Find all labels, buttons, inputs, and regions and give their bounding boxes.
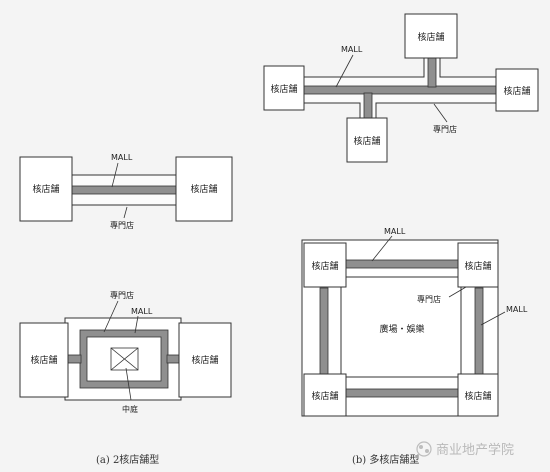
specialty-label: 專門店	[110, 220, 134, 230]
specialty-label: 專門店	[417, 294, 441, 304]
mall-label: MALL	[341, 45, 363, 54]
plaza-label: 廣場・娛樂	[379, 323, 424, 335]
mall-label: MALL	[111, 153, 133, 162]
anchor-store-left	[19, 322, 69, 398]
anchor-store-north-label: 核店舗	[417, 31, 444, 43]
anchor-store-top-left	[303, 242, 347, 288]
anchor-store-south-label: 核店舗	[353, 135, 380, 147]
watermark: 商业地产学院	[416, 441, 514, 458]
multi-anchor-cross-layout: 核店舗 核店舗 核店舗 核店舗 MALL 專門店	[263, 13, 539, 163]
courtyard-label: 中庭	[122, 404, 138, 414]
anchor-store-east-label: 核店舗	[503, 85, 530, 97]
anchor-store-bottom-left-label: 核店舗	[311, 390, 338, 402]
mall-corridor	[69, 185, 179, 195]
caption-multi-anchor: (b) 多核店舗型	[352, 453, 419, 466]
anchor-store-left-label: 核店舗	[30, 354, 57, 366]
mall-corridor-left	[319, 287, 329, 379]
anchor-store-right	[178, 322, 232, 398]
specialty-leader-line	[448, 286, 467, 298]
plaza	[340, 276, 462, 378]
mall-corridor-north	[427, 56, 437, 88]
mall-leader-line	[111, 162, 119, 188]
courtyard-leader-line	[125, 367, 132, 401]
mall-label-top: MALL	[384, 227, 406, 236]
anchor-store-east	[495, 68, 539, 112]
watermark-logo-icon-inner-2	[425, 449, 429, 453]
anchor-store-top-right-label: 核店舗	[464, 260, 491, 272]
specialty-label: 專門店	[110, 290, 134, 300]
caption-two-anchor: (a) 2核店舗型	[96, 453, 159, 466]
anchor-store-top-left-label: 核店舗	[311, 260, 338, 272]
mall-corridor-south	[363, 92, 373, 120]
mall-label: MALL	[131, 307, 153, 316]
mall-label-right: MALL	[506, 305, 528, 314]
anchor-store-left-label: 核店舗	[32, 183, 59, 195]
anchor-store-right	[175, 156, 233, 222]
mall-corridor-bottom	[345, 388, 461, 398]
mall-connector-left	[66, 354, 82, 364]
anchor-store-right-label: 核店舗	[191, 354, 218, 366]
watermark-logo-icon	[416, 441, 432, 457]
specialty-leader-line	[433, 103, 448, 123]
mall-leader-line	[134, 315, 139, 334]
anchor-store-north	[404, 13, 458, 59]
anchor-store-west	[263, 65, 305, 111]
mall-leader-line	[335, 54, 354, 88]
mall-corridor-right	[474, 287, 484, 379]
anchor-store-bottom-right-label: 核店舗	[464, 390, 491, 402]
mall-corridor-top	[345, 259, 461, 269]
mall-leader-line-top	[371, 235, 393, 262]
mall-connector-right	[166, 354, 181, 364]
mall-leader-line-right	[480, 311, 506, 326]
two-anchor-linear-layout: 核店舗 核店舗 MALL 專門店	[19, 153, 233, 230]
specialty-leader-line	[103, 300, 119, 333]
anchor-store-south	[346, 117, 388, 163]
watermark-logo-icon-inner	[419, 445, 423, 449]
anchor-store-top-right	[457, 242, 499, 288]
watermark-text: 商业地产学院	[436, 442, 514, 458]
anchor-store-bottom-left	[303, 373, 347, 417]
two-anchor-courtyard-layout: 核店舗 核店舗 專門店 MALL 中庭	[19, 290, 232, 414]
anchor-store-left	[19, 156, 73, 222]
anchor-store-bottom-right	[457, 373, 499, 417]
specialty-label: 專門店	[433, 124, 457, 134]
courtyard-cross-b	[110, 347, 139, 371]
specialty-leader-line	[123, 206, 128, 219]
anchor-store-right-label: 核店舗	[190, 183, 217, 195]
multi-anchor-square-layout: 核店舗 核店舗 核店舗 核店舗 MALL 專門店 廣場・娛樂 MALL	[301, 227, 528, 417]
mall-corridor-horizontal	[303, 85, 499, 95]
anchor-store-west-label: 核店舗	[270, 83, 297, 95]
